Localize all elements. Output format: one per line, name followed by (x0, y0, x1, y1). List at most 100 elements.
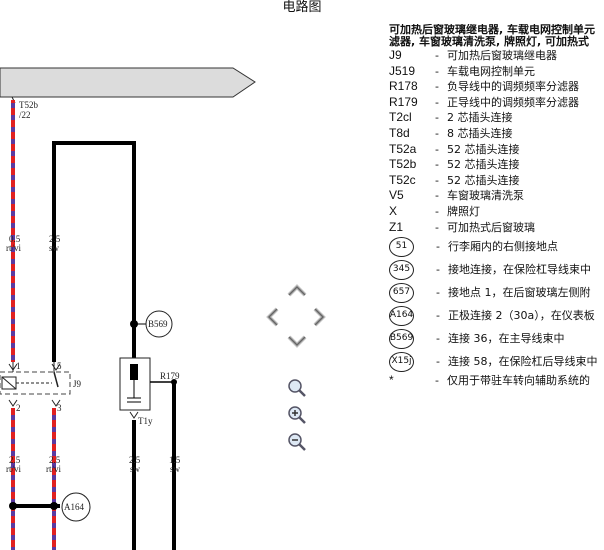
legend-item: T8d-8 芯插头连接 (389, 126, 604, 142)
legend-desc: 接地连接，在保险杠导线束中 (448, 262, 591, 276)
legend-desc: 牌照灯 (447, 204, 480, 218)
wire-1-lower-size: 2.5 (9, 455, 21, 465)
zoom-fit-icon (288, 379, 306, 397)
relay-pin-3: 3 (57, 403, 62, 413)
legend-footnote: *-仅用于带驻车转向辅助系统的 (389, 373, 604, 389)
legend-code: T52a (389, 141, 417, 156)
legend-code: J9 (389, 48, 402, 62)
legend-item: Z1-可加热式后窗玻璃 (389, 220, 604, 236)
wire-2-color: sw (49, 243, 60, 253)
wire-2-lower-size: 2.5 (49, 455, 61, 465)
component-legend: 可加热后窗玻璃继电器, 车载电网控制单元 滤器, 车窗玻璃清洗泵, 牌照灯, 可… (389, 24, 604, 389)
legend-code: Z1 (389, 219, 404, 234)
legend-item: J519-车载电网控制单元 (389, 64, 604, 80)
legend-code: X (389, 203, 398, 218)
legend-item: T52c-52 芯插头连接 (389, 173, 604, 189)
connector-top-label: T52b (19, 100, 38, 110)
legend-desc: 2 芯插头连接 (447, 111, 513, 125)
legend-item: T52a-52 芯插头连接 (389, 142, 604, 158)
node-a164-label: A164 (64, 502, 84, 512)
zoom-out-button[interactable] (287, 432, 307, 452)
legend-desc: 正极连接 2（30a），在仪表板 (448, 308, 595, 322)
wire-2-lower-color: rt/vi (46, 464, 61, 474)
zoom-out-icon (288, 433, 306, 451)
zoom-in-button[interactable] (287, 405, 307, 425)
legend-item: T52b-52 芯插头连接 (389, 157, 604, 173)
legend-code: T2cl (389, 110, 412, 125)
legend-code: T52b (389, 157, 417, 172)
connector-t1y: T1y (138, 416, 153, 426)
wire-2-upper[interactable] (52, 141, 136, 362)
legend-item: R179-正导线中的调频频率分滤器 (389, 95, 604, 111)
ground-symbol: 657 (389, 282, 414, 303)
circuit-diagram[interactable]: T52b /22 0.5 rt/vi 2.5 sw B569 J9 1 5 2 … (0, 0, 260, 550)
relay-pin-1: 1 (16, 361, 21, 371)
legend-item: X-牌照灯 (389, 204, 604, 220)
legend-desc: 正导线中的调频频率分滤器 (447, 95, 579, 109)
legend-header-1: 可加热后窗玻璃继电器, 车载电网控制单元 (389, 24, 596, 36)
zoom-in-icon (288, 406, 306, 424)
legend-ground-item: 657-接地点 1，在后窗玻璃左侧附 (389, 281, 604, 304)
legend-ground-item: X15j-连接 58，在保险杠后导线束中 (389, 350, 604, 373)
wire-2-lower[interactable] (52, 408, 56, 550)
legend-code: T8d (389, 125, 410, 140)
legend-header-2: 滤器, 车窗玻璃清洗泵, 牌照灯, 可加热式 (389, 35, 590, 48)
legend-desc: 连接 36，在主导线束中 (448, 331, 565, 345)
node-b569-label: B569 (148, 319, 168, 329)
page-title: 电路图 (282, 0, 322, 15)
legend-code: J519 (389, 63, 416, 78)
wire-4-lower-size: 1.5 (169, 455, 181, 465)
wire-1-lower[interactable] (11, 408, 15, 550)
wire-1-upper[interactable] (11, 100, 15, 362)
legend-ground-item: A164-正极连接 2（30a），在仪表板 (389, 304, 604, 327)
zoom-fit-button[interactable] (287, 378, 307, 398)
up-arrow-icon[interactable] (287, 283, 307, 297)
legend-desc: 52 芯插头连接 (447, 173, 520, 187)
legend-desc: 行李厢内的右侧接地点 (448, 239, 558, 253)
node-b569[interactable] (145, 310, 173, 338)
legend-item: J9-可加热后窗玻璃继电器 (389, 48, 604, 64)
down-arrow-icon[interactable] (287, 335, 307, 349)
wire-3-lower-size: 2.5 (129, 455, 141, 465)
legend-desc: 接地点 1，在后窗玻璃左侧附 (448, 285, 591, 299)
legend-ground-item: 345-接地连接，在保险杠导线束中 (389, 258, 604, 281)
relay-j9-label: J9 (73, 379, 82, 389)
legend-ground-item: 51-行李厢内的右侧接地点 (389, 235, 604, 258)
legend-desc: 负导线中的调频频率分滤器 (447, 80, 579, 94)
legend-desc: 车窗玻璃清洗泵 (447, 189, 524, 203)
legend-code: * (389, 373, 394, 388)
wire-1-color: rt/vi (6, 243, 21, 253)
legend-desc: 连接 58，在保险杠后导线束中 (448, 354, 598, 368)
ground-symbol: 345 (389, 259, 414, 280)
left-arrow-icon[interactable] (265, 307, 279, 327)
legend-item: R178-负导线中的调频频率分滤器 (389, 79, 604, 95)
legend-desc: 可加热式后窗玻璃 (447, 220, 535, 234)
legend-desc: 可加热后窗玻璃继电器 (447, 49, 557, 62)
legend-code: T52c (389, 172, 416, 187)
filter-r179-label: R179 (160, 371, 180, 381)
legend-item: T2cl-2 芯插头连接 (389, 110, 604, 126)
wire-1-lower-color: rt/vi (6, 464, 21, 474)
legend-item: V5-车窗玻璃清洗泵 (389, 188, 604, 204)
relay-j9[interactable] (0, 371, 71, 395)
legend-code: R178 (389, 79, 418, 94)
supply-bar (0, 67, 256, 98)
legend-code: V5 (389, 188, 404, 203)
ground-symbol: A164 (389, 305, 414, 326)
right-arrow-icon[interactable] (313, 307, 327, 327)
legend-desc: 仅用于带驻车转向辅助系统的 (447, 374, 590, 388)
legend-desc: 52 芯插头连接 (447, 158, 520, 172)
ground-symbol: X15j (389, 351, 414, 372)
wire-2-size: 2.5 (49, 234, 61, 244)
legend-desc: 车载电网控制单元 (447, 64, 535, 78)
legend-desc: 52 芯插头连接 (447, 142, 520, 156)
ground-symbol: 51 (389, 236, 414, 257)
legend-desc: 8 芯插头连接 (447, 126, 513, 140)
wire-4-lower-color: sw (170, 464, 181, 474)
wire-3-lower-color: sw (130, 464, 141, 474)
relay-pin-5: 5 (57, 361, 62, 371)
relay-pin-2: 2 (16, 403, 21, 413)
legend-code: R179 (389, 94, 418, 109)
node-a164[interactable] (61, 492, 91, 522)
legend-ground-item: B569-连接 36，在主导线束中 (389, 327, 604, 350)
